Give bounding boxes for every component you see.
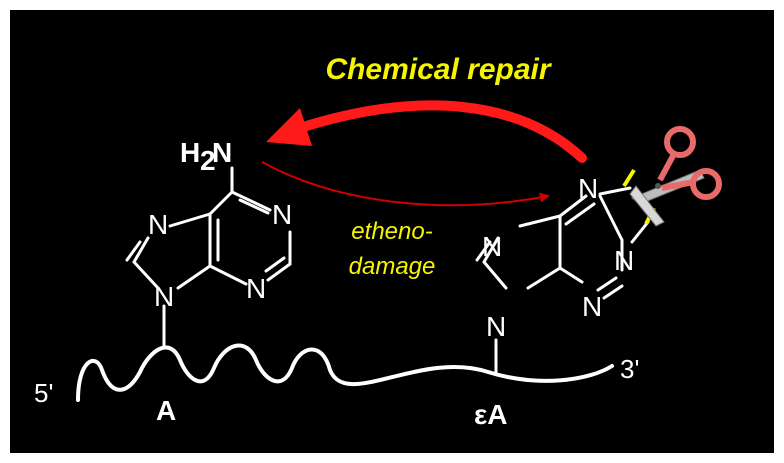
etheno-n-top: N (578, 173, 598, 204)
etheno-n-bottom: N (614, 245, 634, 276)
etheno-n9: N (486, 311, 506, 342)
adenine-structure: H 2 N N N N N (125, 137, 292, 348)
scissors-icon (629, 126, 722, 227)
nucleotide-a-label: A (156, 395, 176, 426)
adenine-n9: N (154, 281, 174, 312)
adenine-n1: N (272, 199, 292, 230)
amine-n: N (212, 137, 232, 168)
nucleotide-ea-label: εA (474, 399, 508, 430)
damage-label: damage (349, 253, 436, 280)
adenine-n7: N (148, 209, 168, 240)
etheno-n3: N (582, 291, 602, 322)
cut-mark-top (622, 168, 636, 188)
repair-arrow-head (266, 108, 312, 146)
three-prime-label: 3' (620, 354, 639, 384)
etheno-adenine-structure: N N N N N (475, 173, 650, 374)
etheno-label: etheno- (351, 218, 432, 245)
amine-sub: 2 (200, 145, 216, 176)
adenine-n3: N (246, 273, 266, 304)
amine-h: H (180, 137, 200, 168)
five-prime-label: 5' (34, 378, 53, 408)
chemical-repair-label: Chemical repair (325, 53, 552, 86)
repair-arrow (295, 100, 587, 163)
dna-backbone (76, 343, 614, 402)
damage-arrow (261, 161, 550, 207)
etheno-n7: N (482, 231, 502, 262)
